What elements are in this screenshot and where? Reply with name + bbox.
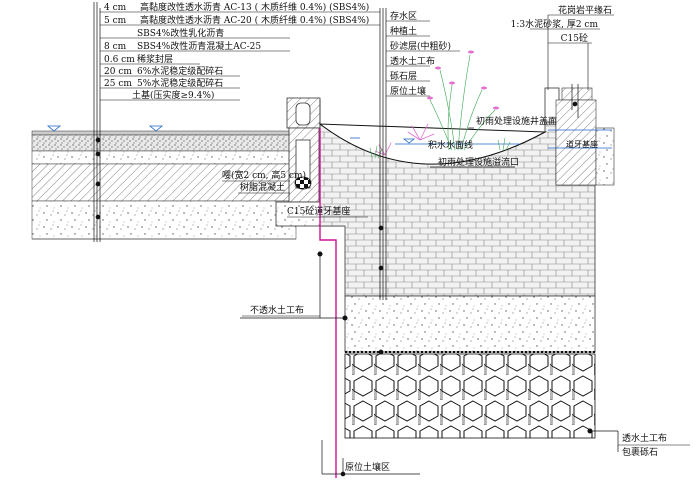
- sand-filter-layer: [344, 295, 596, 353]
- bio-layer-gravel: 砾石层: [390, 70, 417, 82]
- pavement-subgrade-layer: [31, 200, 297, 240]
- curb-label-c15: C15砼: [561, 32, 588, 44]
- pavement-layer-6-thickness: 20 cm: [104, 67, 132, 77]
- pavement-layer-2-thickness: 5 cm: [104, 16, 127, 26]
- water-level-mark-icon: [148, 125, 164, 132]
- overflow-label: 初雨处理设施溢流口: [438, 156, 519, 168]
- pavement-surface-layer: [31, 130, 297, 136]
- pavement-layer-3-name: SBS4%改性乳化沥青: [137, 27, 224, 39]
- bio-layer-permeable-fabric: 透水土工布: [390, 55, 435, 67]
- gravel-wrap-label-1: 透水土工布: [622, 432, 667, 444]
- pavement-label-underlines: [100, 11, 380, 101]
- impermeable-geotextile: [319, 128, 337, 478]
- bio-layer-storage: 存水区: [390, 10, 417, 22]
- pavement-leaders: [93, 2, 101, 242]
- curb-label-granite: 花岗岩平缘石: [558, 4, 612, 16]
- pavement-layer-6-name: 6%水泥稳定级配碎石: [137, 65, 223, 77]
- pavement-layer-4-name: SBS4%改性沥青混凝土AC-25: [137, 40, 261, 52]
- resin-concrete-label: 树脂混凝土: [240, 181, 285, 193]
- bio-label-underlines: [386, 20, 460, 97]
- bio-layer-in-situ-soil: 原位土壤: [390, 85, 426, 97]
- gravel-wrap-label-2: 包裹砾石: [622, 446, 658, 458]
- right-curb-base-label: 道牙基座: [566, 139, 598, 149]
- pavement-layer-2-name: 高黏度改性透水沥青 AC-20 ( 木质纤维 0.4%) (SBS4%): [140, 14, 369, 26]
- pavement-layer-7-thickness: 25 cm: [104, 79, 132, 89]
- curb-label-underlines: [530, 14, 614, 90]
- in-situ-soil-label: 原位土壤区: [345, 461, 390, 473]
- annotation-labels: 初雨处理设施井盖面 积水水面线 初雨处理设施溢流口 道牙基座 嘤(宽2 cm, …: [222, 115, 667, 473]
- pavement-layer-4-thickness: 8 cm: [104, 42, 127, 52]
- bio-layer-planting-soil: 种植土: [390, 25, 417, 37]
- plants: [369, 50, 511, 159]
- pavement-layer-7-name: 5%水泥稳定级配碎石: [137, 77, 223, 89]
- curb-label-mortar: 1:3水泥砂浆, 厚2 cm: [511, 18, 599, 30]
- pavement-layer-8-name: 土基(压实度≥9.4%): [132, 89, 214, 101]
- pavement-layer-1-thickness: 4 cm: [104, 3, 127, 13]
- flower-icon: [427, 50, 499, 110]
- right-curb-body: [555, 99, 597, 186]
- bio-layer-sand-filter: 砂滤层(中粗砂): [390, 40, 451, 52]
- pavement-labels: 4 cm 高黏度改性透水沥青 AC-13 ( 木质纤维 0.4%) (SBS4%…: [104, 1, 369, 101]
- ponding-level-label: 积水水面线: [428, 139, 473, 151]
- bio-leaders: [240, 8, 619, 477]
- right-curb-stone: [561, 87, 593, 101]
- water-level-mark-icon: [46, 125, 62, 132]
- pavement-base-layer: [31, 150, 297, 165]
- water-level-mark-icon: [402, 138, 416, 144]
- slot-label: 嘤(宽2 cm, 高5 cm): [222, 169, 306, 181]
- pavement-layer-1-name: 高黏度改性透水沥青 AC-13 ( 木质纤维 0.4%) (SBS4%): [140, 1, 369, 13]
- bioretention-facility: [318, 87, 615, 439]
- grass-icon: [429, 54, 496, 151]
- well-cover-label: 初雨处理设施井盖面: [476, 115, 557, 127]
- well-cover-text: 初雨处理设施井盖面: [476, 115, 557, 127]
- curb-base-label: C15砼道牙基座: [287, 205, 350, 217]
- right-pavement-edge: [595, 127, 615, 186]
- impermeable-geotextile-label: 不透水土工布: [250, 304, 304, 316]
- grass-icon: [369, 137, 511, 159]
- bio-layer-labels: 存水区 种植土 砂滤层(中粗砂) 透水土工布 砾石层 原位土壤: [390, 10, 451, 97]
- pavement-layer-5-thickness: 0.6 cm: [104, 55, 135, 65]
- annotation-underlines: [222, 180, 690, 446]
- pavement-asphalt-layer: [31, 134, 297, 152]
- gravel-layer: [344, 353, 596, 439]
- resin-concrete-plug-icon: [294, 176, 312, 190]
- pavement-layer-5-name: 稀浆封层: [137, 53, 173, 65]
- curb-labels: 花岗岩平缘石 1:3水泥砂浆, 厚2 cm C15砼: [511, 4, 612, 44]
